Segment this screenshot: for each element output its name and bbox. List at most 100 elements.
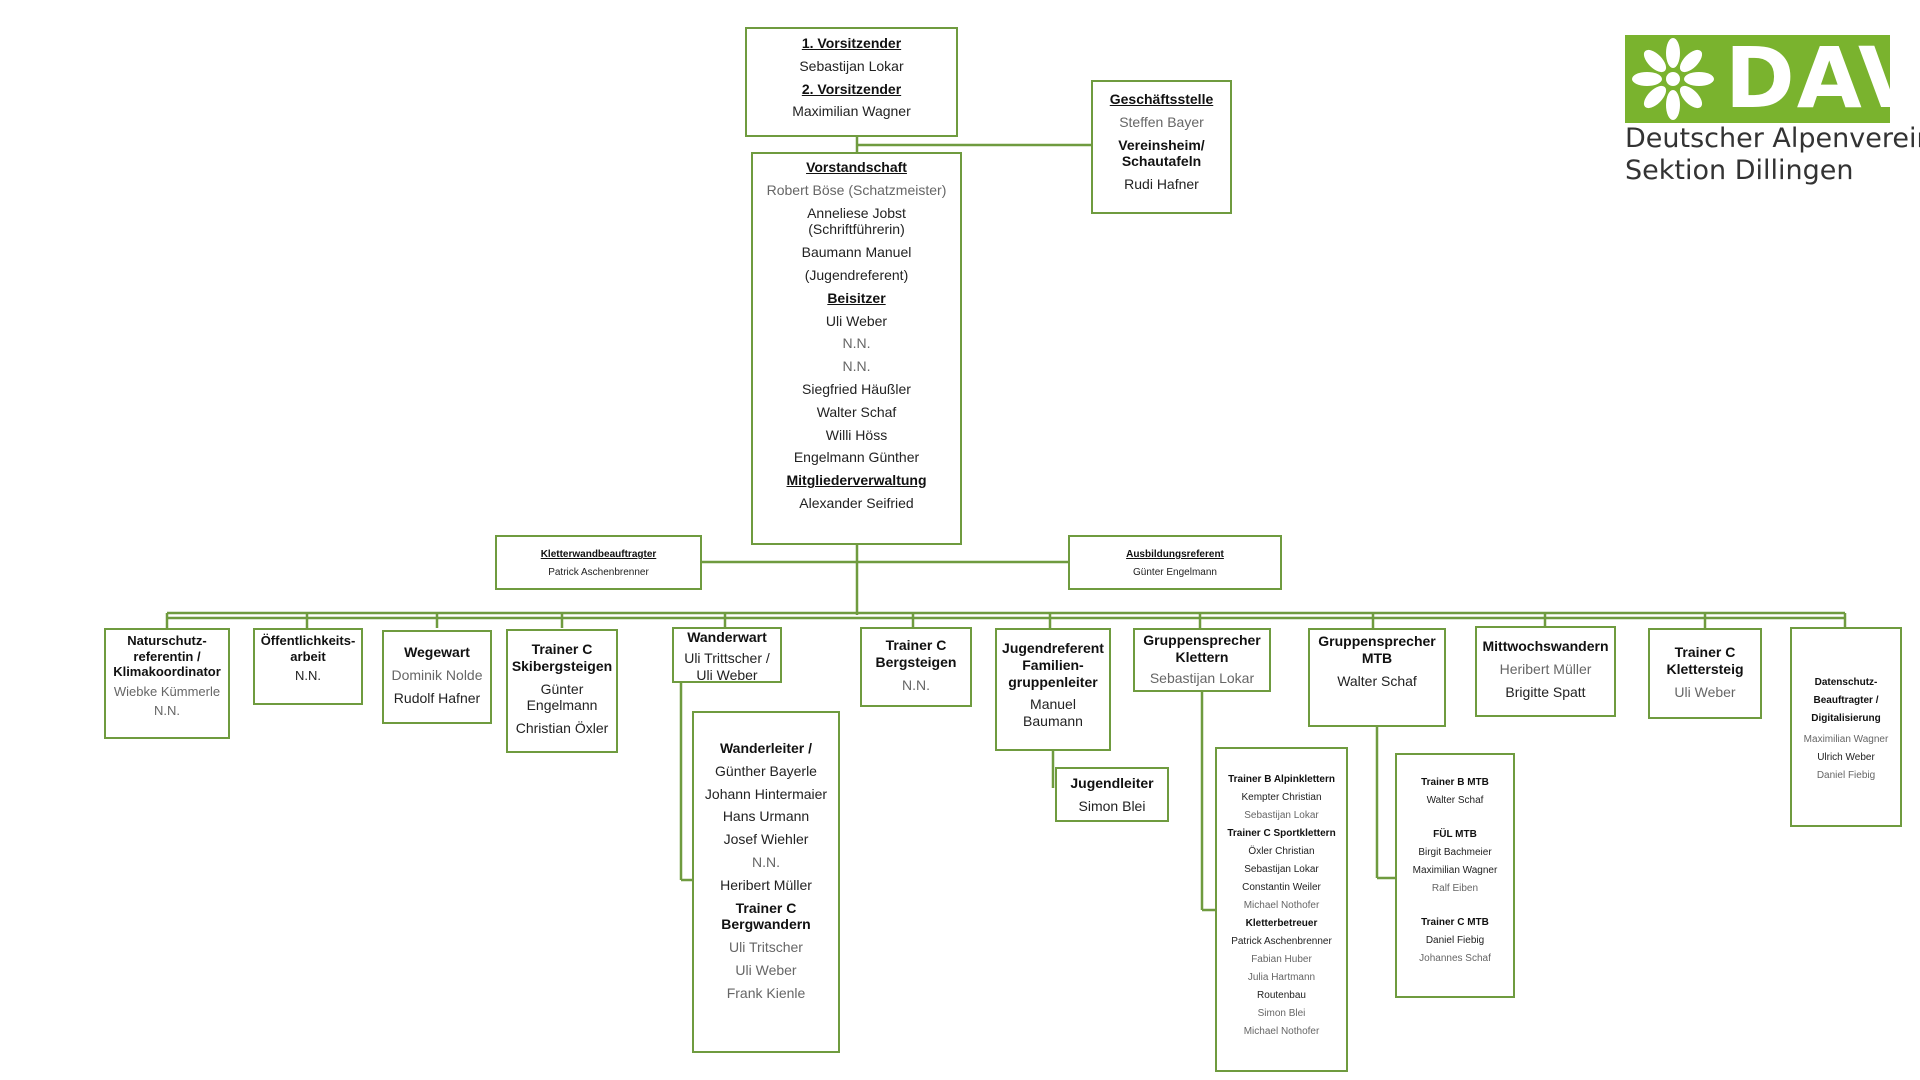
climb-trainer: Öxler Christian	[1248, 846, 1315, 857]
youth-name: Manuel Baumann	[1023, 696, 1083, 730]
chair-heading-2: 2. Vorsitzender	[801, 80, 902, 97]
hiking-box: Wanderwart Uli Trittscher / Uli Weber	[672, 627, 782, 683]
climb-trainer-heading: Kletterbetreuer	[1245, 918, 1318, 929]
youth-leader-name: Simon Blei	[1078, 797, 1146, 814]
wednesday-box: Mittwochswandern Heribert Müller Brigitt…	[1475, 626, 1616, 717]
board-member: Anneliese Jobst (Schriftführerin)	[807, 204, 906, 238]
board-member-role: (Jugendreferent)	[804, 266, 909, 283]
board-box: Vorstandschaft Robert Böse (Schatzmeiste…	[751, 152, 962, 545]
board-heading: Vorstandschaft	[806, 159, 907, 175]
hike-leader: Hans Urmann	[722, 808, 810, 825]
office-heading: Geschäftsstelle	[1109, 91, 1214, 107]
membership-name: Alexander Seifried	[799, 494, 914, 511]
chair-name-2: Maximilian Wagner	[792, 103, 911, 120]
hike-trainer-heading: Trainer C Bergwandern	[721, 899, 811, 933]
privacy-heading: Datenschutz- Beauftragter / Digitalisier…	[1811, 677, 1881, 724]
chair-box: 1. Vorsitzender Sebastijan Lokar 2. Vors…	[745, 27, 958, 137]
climb-trainer: Fabian Huber	[1251, 954, 1312, 965]
mtb-speaker-name: Walter Schaf	[1337, 672, 1417, 689]
ski-box: Trainer C Skibergsteigen Günter Engelman…	[506, 629, 618, 753]
mtb-speaker-box: Gruppensprecher MTB Walter Schaf	[1308, 628, 1446, 727]
logo-line-2: Sektion Dillingen	[1625, 155, 1854, 186]
hike-leaders-heading: Wanderleiter /	[719, 740, 813, 756]
via-ferrata-heading: Trainer C Klettersteig	[1666, 644, 1744, 677]
nature-heading: Naturschutz- referentin / Klimakoordinat…	[113, 633, 221, 680]
assessor: Willi Höss	[825, 426, 888, 443]
climb-trainer: Sebastijan Lokar	[1244, 810, 1319, 821]
mtb-trainer: Johannes Schaf	[1419, 953, 1491, 964]
path-name: Dominik Nolde	[391, 666, 483, 683]
climb-speaker-name: Sebastijan Lokar	[1149, 669, 1255, 686]
mtb-trainer: Ralf Eiben	[1431, 883, 1479, 894]
climb-trainer: Kempter Christian	[1241, 792, 1322, 803]
mountain-heading: Trainer C Bergsteigen	[875, 637, 957, 670]
mtb-trainers-box: Trainer B MTB Walter Schaf FÜL MTB Birgi…	[1395, 753, 1515, 998]
climb-trainer: Constantin Weiler	[1242, 882, 1321, 893]
ski-name: Christian Öxler	[515, 720, 609, 737]
climb-trainer-heading: Trainer C Sportklettern	[1227, 828, 1336, 839]
hiking-name: Uli Trittscher / Uli Weber	[684, 649, 770, 683]
climbing-wall-box: Kletterwandbeauftragter Patrick Aschenbr…	[495, 535, 702, 590]
climb-speaker-heading: Gruppensprecher Klettern	[1143, 632, 1261, 665]
chair-heading-1: 1. Vorsitzender	[801, 35, 902, 51]
logo-line-1: Deutscher Alpenverein	[1625, 123, 1920, 154]
mountain-name: N.N.	[902, 676, 930, 693]
nature-name: Wiebke Kümmerle	[113, 683, 221, 699]
mtb-trainer: Daniel Fiebig	[1425, 935, 1485, 946]
mountain-box: Trainer C Bergsteigen N.N.	[860, 627, 972, 707]
edelweiss-icon	[1632, 38, 1714, 120]
climbing-wall-heading: Kletterwandbeauftragter	[540, 549, 657, 560]
path-name: Rudolf Hafner	[393, 689, 481, 706]
clubhouse-name: Rudi Hafner	[1124, 176, 1199, 193]
privacy-name: Ulrich Weber	[1817, 752, 1875, 763]
hike-leader: Heribert Müller	[720, 876, 812, 893]
training-ref-box: Ausbildungsreferent Günter Engelmann	[1068, 535, 1282, 590]
hike-trainer: Uli Weber	[735, 961, 797, 978]
wednesday-heading: Mittwochswandern	[1482, 638, 1609, 654]
climb-trainer: Michael Nothofer	[1243, 900, 1320, 911]
climb-trainer: Sebastijan Lokar	[1244, 864, 1319, 875]
assessor: N.N.	[842, 358, 871, 375]
hike-leader: Günther Bayerle	[715, 762, 817, 779]
path-box: Wegewart Dominik Nolde Rudolf Hafner	[382, 630, 492, 724]
assessor: N.N.	[842, 335, 871, 352]
climb-trainer: Simon Blei	[1257, 1008, 1306, 1019]
training-ref-name: Günter Engelmann	[1133, 567, 1217, 578]
nature-box: Naturschutz- referentin / Klimakoordinat…	[104, 628, 230, 739]
mtb-trainer: Birgit Bachmeier	[1418, 847, 1492, 858]
mtb-trainer-heading: Trainer B MTB	[1421, 777, 1489, 788]
climb-trainer-heading: Routenbau	[1257, 990, 1306, 1001]
hike-trainer: Frank Kienle	[726, 984, 806, 1001]
youth-leader-box: Jugendleiter Simon Blei	[1055, 767, 1169, 822]
office-box: Geschäftsstelle Steffen Bayer Vereinshei…	[1091, 80, 1232, 214]
assessor: Uli Weber	[825, 312, 888, 329]
dav-logo: DAV Deutscher Alpenverein Sektion Dillin…	[1625, 29, 1920, 186]
hike-leaders-box: Wanderleiter / Günther Bayerle Johann Hi…	[692, 711, 840, 1053]
hike-leader: Johann Hintermaier	[704, 785, 828, 802]
climb-speaker-box: Gruppensprecher Klettern Sebastijan Loka…	[1133, 628, 1271, 692]
climb-trainer: Michael Nothofer	[1243, 1026, 1320, 1037]
path-heading: Wegewart	[404, 644, 470, 660]
climb-trainer: Patrick Aschenbrenner	[1231, 936, 1332, 947]
logo-mark: DAV	[1725, 29, 1920, 127]
youth-heading: Jugendreferent Familien- gruppenleiter	[1002, 640, 1104, 690]
via-ferrata-box: Trainer C Klettersteig Uli Weber	[1648, 628, 1762, 719]
public-name: N.N.	[295, 668, 321, 684]
hike-trainer: Uli Tritscher	[729, 939, 803, 956]
ski-heading: Trainer C Skibergsteigen	[511, 641, 613, 674]
membership-heading: Mitgliederverwaltung	[786, 472, 927, 489]
mtb-trainer: Walter Schaf	[1426, 795, 1484, 806]
hiking-heading: Wanderwart	[687, 629, 767, 645]
hike-leader: Josef Wiehler	[723, 831, 809, 848]
ski-name: Günter Engelmann	[526, 680, 598, 714]
assessors-heading: Beisitzer	[827, 289, 886, 306]
assessor: Engelmann Günther	[793, 449, 920, 466]
climbing-wall-name: Patrick Aschenbrenner	[548, 567, 649, 578]
youth-box: Jugendreferent Familien- gruppenleiter M…	[995, 628, 1111, 751]
climb-trainer-heading: Trainer B Alpinklettern	[1228, 774, 1335, 785]
board-member: Robert Böse (Schatzmeister)	[766, 181, 947, 198]
clubhouse-heading: Vereinsheim/ Schautafeln	[1118, 136, 1205, 170]
youth-leader-heading: Jugendleiter	[1070, 775, 1154, 791]
privacy-name: Daniel Fiebig	[1816, 770, 1876, 781]
